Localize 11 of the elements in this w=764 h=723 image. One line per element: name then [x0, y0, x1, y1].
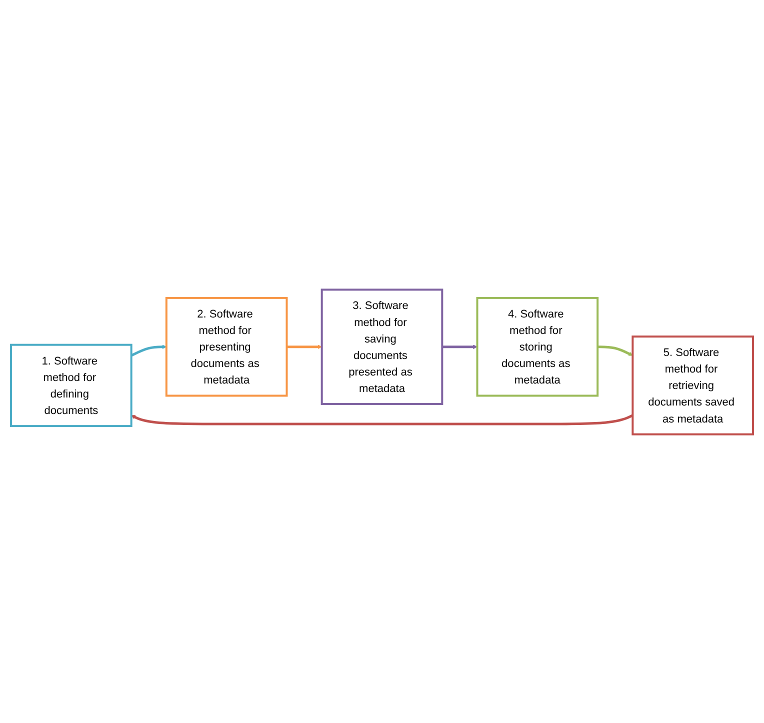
arrow [286, 344, 322, 349]
node-box [165, 296, 288, 396]
node-box [320, 288, 444, 404]
arrow [131, 414, 634, 425]
flowchart-diagram: 1. Software method for defining documents 2. Software method for presenting documents as metadata 3. Software method for saving documents presented as metadata 4. Software method for storing documents as metadata 5. Software method for retrieving documents saved as metadata [7, 6, 757, 716]
node-box [476, 296, 599, 396]
node-box [632, 335, 754, 435]
arrow [598, 345, 633, 356]
arrow [442, 344, 478, 349]
arrow [130, 344, 167, 356]
node-box [10, 343, 132, 427]
